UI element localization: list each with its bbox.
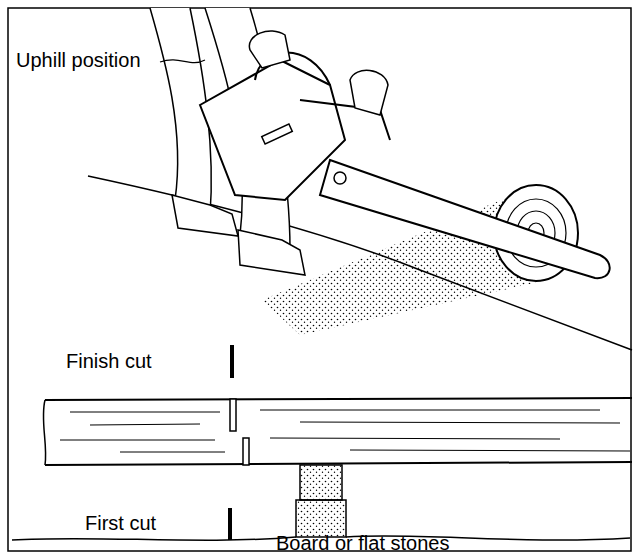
board: [296, 500, 346, 537]
leader-line: [160, 60, 205, 63]
board: [300, 465, 342, 500]
finish-kerf: [230, 399, 236, 431]
wood-grain: [60, 410, 630, 452]
guide-bar: [320, 160, 610, 278]
cut-mark: [228, 508, 232, 540]
label: First cut: [85, 511, 156, 535]
log-outline: [45, 398, 632, 465]
label: Uphill position: [16, 48, 141, 72]
first-kerf: [243, 438, 249, 465]
hand: [249, 31, 290, 68]
boot: [172, 195, 238, 236]
chainsaw-body: [200, 60, 345, 200]
label: Finish cut: [66, 349, 152, 373]
frame: [8, 8, 631, 551]
hand: [350, 70, 388, 115]
boot: [238, 230, 305, 275]
cut-mark: [230, 345, 234, 378]
label: Board or flat stones: [276, 531, 449, 555]
